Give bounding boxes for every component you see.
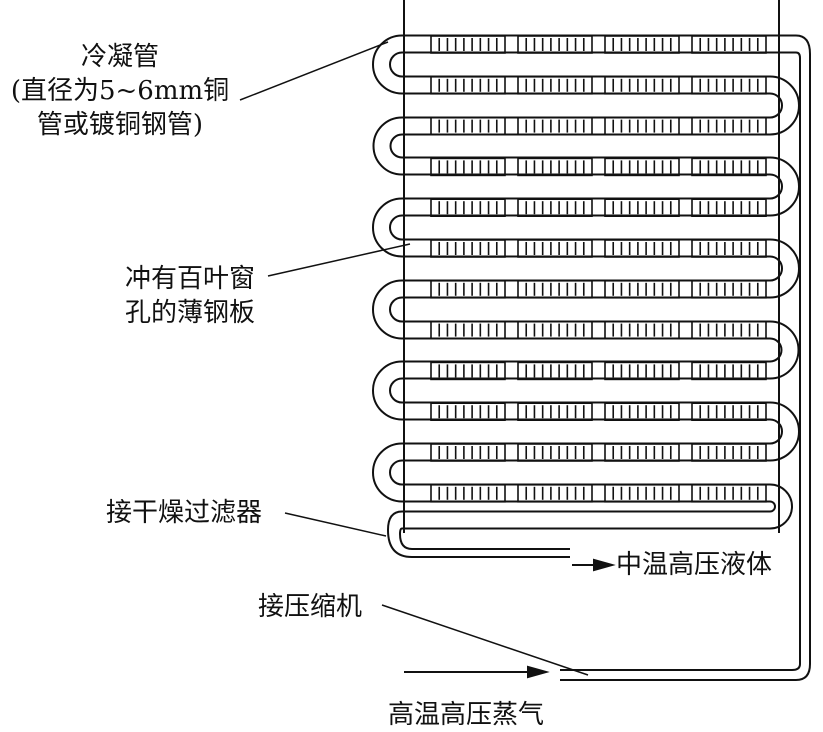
label-vapor-in: 高温高压蒸气 (388, 700, 545, 730)
louver-group (604, 116, 680, 136)
louver-group (691, 239, 767, 258)
louver-group (517, 116, 593, 136)
louver-group (691, 483, 767, 503)
label-liquid-out: 中温高压液体 (616, 550, 773, 580)
louver-group (430, 443, 506, 462)
flow-arrows (404, 558, 616, 679)
tube-outlet (386, 510, 570, 558)
tube-bend (769, 483, 793, 530)
louver-group (517, 35, 593, 54)
louver-holes (430, 35, 767, 503)
tube-bend (389, 51, 403, 78)
louver-group (691, 402, 767, 422)
tube-riser (560, 34, 811, 681)
louver-group (517, 483, 593, 503)
louver-group (604, 76, 680, 95)
label-condenser-line3: 管或镀铜钢管) (36, 110, 204, 140)
tube-bend (389, 214, 403, 241)
tube-bend (769, 418, 783, 445)
louver-group (691, 76, 767, 95)
louver-group (691, 35, 767, 54)
louver-group (517, 320, 593, 340)
louver-group (517, 198, 593, 217)
louver-group (604, 443, 680, 462)
louver-group (604, 157, 680, 177)
leader-drier (284, 512, 387, 537)
label-to-compressor: 接压缩机 (258, 592, 363, 622)
label-to-drier-filter: 接干燥过滤器 (106, 498, 263, 528)
louver-group (517, 76, 593, 95)
label-sheet-line1: 冲有百叶窗 (124, 264, 255, 294)
louver-group (430, 76, 506, 95)
tube-bend (372, 34, 403, 95)
louver-group (691, 443, 767, 462)
label-condenser-line1: 冷凝管 (80, 42, 159, 72)
louver-group (604, 361, 680, 381)
louver-group (517, 361, 593, 381)
tube-bend (389, 296, 403, 323)
louver-group (517, 443, 593, 462)
louver-group (430, 483, 506, 503)
louver-group (430, 198, 506, 217)
louver-group (517, 239, 593, 258)
tube-bend (769, 337, 783, 363)
louver-group (517, 402, 593, 422)
condenser-tube (372, 34, 811, 681)
tube-riser (560, 51, 801, 671)
louver-group (691, 157, 767, 177)
louver-group (604, 35, 680, 54)
louver-group (691, 116, 767, 136)
leader-sheet (267, 243, 411, 277)
louver-group (430, 116, 506, 136)
louver-group (604, 483, 680, 503)
tube-bend (372, 360, 403, 421)
leader-condenser (239, 41, 389, 101)
tube-bend (389, 459, 403, 486)
louver-group (604, 279, 680, 299)
louver-group (430, 402, 506, 422)
louver-group (517, 157, 593, 177)
leader-compressor (381, 604, 589, 676)
tube-bend (769, 401, 800, 462)
tube-bend (769, 500, 776, 513)
leader-lines (239, 41, 589, 676)
arrow-vapor-in-head (527, 665, 550, 679)
tube-bend (769, 156, 800, 217)
label-sheet-line2: 孔的薄钢板 (124, 298, 255, 328)
louver-group (430, 361, 506, 381)
tube-outlet (398, 527, 570, 550)
tube-bend (372, 116, 403, 176)
label-condenser-tube: 冷凝管 (直径为5~6mm铜 管或镀铜钢管) (0, 40, 240, 142)
louver-group (691, 198, 767, 217)
tube-bend (372, 279, 403, 340)
label-condenser-line2: (直径为5~6mm铜 (10, 76, 230, 106)
louver-group (430, 239, 506, 258)
louver-group (604, 320, 680, 340)
arrow-liquid-out-head (593, 558, 616, 572)
louver-group (430, 35, 506, 54)
label-louvered-sheet: 冲有百叶窗 孔的薄钢板 (105, 262, 275, 330)
tube-bend (389, 133, 403, 159)
louver-group (691, 361, 767, 381)
tube-bend (769, 75, 800, 136)
louver-group (430, 320, 506, 340)
tube-bend (389, 377, 403, 404)
tube-bend (769, 92, 783, 119)
louver-group (604, 402, 680, 422)
tube-bend (372, 197, 403, 258)
louver-group (430, 157, 506, 177)
louver-group (691, 279, 767, 299)
tube-bend (769, 238, 800, 299)
louver-group (517, 279, 593, 299)
tube-bend (769, 320, 800, 380)
louver-group (604, 198, 680, 217)
tube-bend (372, 442, 403, 503)
tube-bend (769, 173, 783, 200)
tube-bend (769, 255, 783, 282)
louver-group (430, 279, 506, 299)
louver-group (691, 320, 767, 340)
louver-group (604, 239, 680, 258)
